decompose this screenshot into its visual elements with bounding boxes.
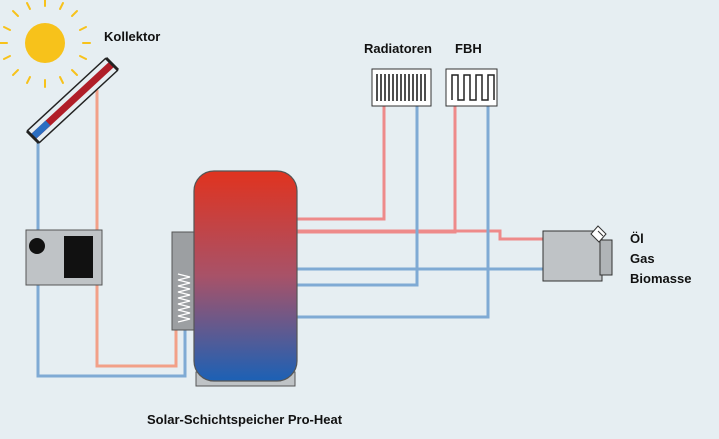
collector-label: Kollektor [104, 29, 161, 44]
floor-heating-label: FBH [455, 41, 482, 56]
storage-tank-icon [193, 170, 298, 387]
hot-supply-pipes [296, 106, 545, 241]
cold-return-pipes [296, 106, 545, 319]
solar-collector-icon [25, 56, 120, 145]
floor-heating-icon [445, 68, 498, 107]
fuel-list: Öl Gas Biomasse [630, 229, 710, 289]
radiator-icon [371, 68, 432, 107]
tank-label: Solar-Schichtspeicher Pro-Heat [147, 412, 343, 427]
solar-controller-icon [25, 229, 103, 286]
fuel-biomass-label: Biomasse [630, 271, 692, 286]
fuel-gas-label: Gas [630, 251, 655, 266]
radiator-label: Radiatoren [364, 41, 432, 56]
sun-disc [25, 23, 65, 63]
sun-icon [0, 0, 91, 88]
boiler-icon [542, 225, 613, 282]
heat-exchanger-icon [171, 231, 197, 331]
fuel-oil-label: Öl [630, 231, 644, 246]
